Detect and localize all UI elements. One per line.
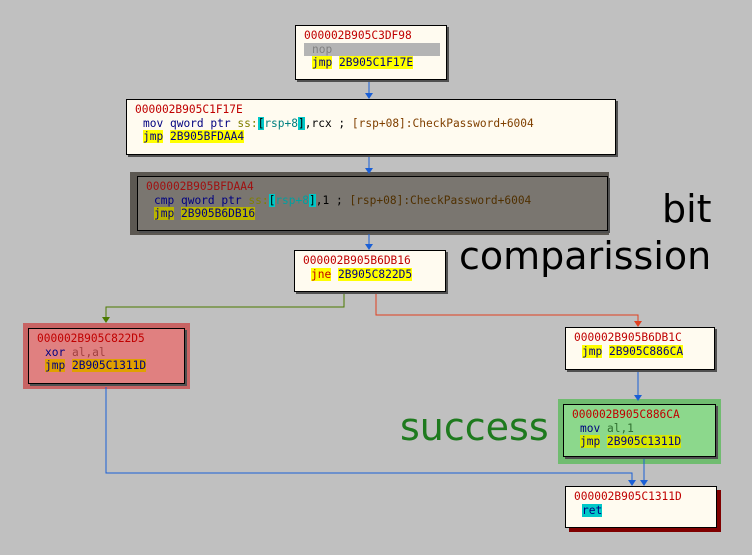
- jump-target[interactable]: 2B905C1F17E: [338, 56, 414, 69]
- jump-target[interactable]: 2B905BFDAA4: [169, 130, 245, 143]
- segment: ss:: [248, 193, 269, 207]
- mnemonic: nop: [312, 42, 333, 56]
- comment: [rsp+08]:CheckPassword+6004: [351, 116, 534, 130]
- basic-block-compare[interactable]: 000002B905BFDAA4 cmp qword ptr ss:[rsp+8…: [137, 176, 608, 231]
- bracket: ]: [309, 193, 316, 207]
- mnemonic: jmp: [154, 207, 175, 220]
- edge-b5-b8: [105, 387, 633, 485]
- operands: al,al: [71, 345, 106, 359]
- comparission-label: comparission: [459, 234, 712, 278]
- jump-target[interactable]: 2B905C886CA: [608, 344, 684, 358]
- bit-label: bit: [662, 187, 712, 231]
- block-address: 000002B905C822D5: [37, 332, 145, 345]
- bracket: [: [268, 193, 276, 207]
- success-label: success: [400, 405, 549, 449]
- edge-b4-b6-fallthrough: [375, 292, 639, 326]
- bracket: [: [257, 116, 265, 130]
- instruction-jmp[interactable]: jmp 2B905C1311D: [37, 359, 178, 373]
- arrowhead-b8-right: [640, 480, 648, 486]
- block-address: 000002B905B6DB16: [303, 254, 411, 267]
- block-address: 000002B905B6DB1C: [574, 331, 682, 344]
- instruction-mov[interactable]: mov qword ptr ss:[rsp+8],rcx ; [rsp+08]:…: [135, 116, 609, 131]
- instruction-jmp[interactable]: jmp 2B905C1311D: [572, 435, 709, 449]
- operands: al,1: [606, 421, 634, 435]
- edge-b4-b5-taken: [105, 292, 345, 322]
- mnemonic: jne: [311, 267, 332, 281]
- instruction-ret[interactable]: ret: [574, 503, 710, 518]
- memory-operand: rsp+8: [264, 116, 298, 130]
- arrowhead-b5: [102, 317, 110, 323]
- arrowhead-b4: [365, 244, 373, 250]
- basic-block-store-arg[interactable]: 000002B905C1F17E mov qword ptr ss:[rsp+8…: [126, 99, 616, 155]
- block-address: 000002B905C1F17E: [135, 103, 243, 116]
- bracket: ]: [298, 116, 305, 130]
- basic-block-entry[interactable]: 000002B905C3DF98 nop jmp 2B905C1F17E: [295, 25, 447, 80]
- arrowhead-b2: [365, 93, 373, 99]
- operands: ,rcx ;: [304, 116, 352, 130]
- basic-block-success[interactable]: 000002B905C886CA mov al,1 jmp 2B905C1311…: [563, 404, 716, 457]
- jump-target[interactable]: 2B905B6DB16: [180, 207, 256, 220]
- jump-target[interactable]: 2B905C822D5: [337, 267, 413, 281]
- mnemonic: cmp: [154, 193, 175, 207]
- arrowhead-b6: [634, 321, 642, 327]
- mnemonic: jmp: [582, 344, 603, 358]
- arrowhead-b8-left: [628, 480, 636, 486]
- mnemonic: mov: [580, 421, 601, 435]
- instruction-xor[interactable]: xor al,al: [37, 346, 178, 360]
- block-address: 000002B905C3DF98: [304, 29, 412, 42]
- instruction-jmp[interactable]: jmp 2B905BFDAA4: [135, 130, 609, 144]
- mnemonic: mov: [143, 116, 164, 130]
- arrowhead-b7: [634, 395, 642, 401]
- memory-operand: rsp+8: [275, 193, 309, 207]
- mnemonic: jmp: [312, 56, 333, 69]
- instruction-mov[interactable]: mov al,1: [572, 422, 709, 436]
- mnemonic: xor: [45, 345, 66, 359]
- block-address: 000002B905C1311D: [574, 490, 682, 503]
- mnemonic: jmp: [45, 359, 66, 372]
- arrowhead-b3: [365, 168, 373, 174]
- instruction-nop[interactable]: nop: [304, 42, 440, 56]
- jump-target[interactable]: 2B905C1311D: [71, 359, 147, 372]
- segment: ss:: [237, 116, 258, 130]
- operand-size: qword ptr: [169, 116, 231, 130]
- block-address: 000002B905C886CA: [572, 408, 680, 421]
- mnemonic: jmp: [143, 130, 164, 143]
- basic-block-branch[interactable]: 000002B905B6DB16 jne 2B905C822D5: [294, 250, 446, 292]
- instruction-jmp[interactable]: jmp 2B905C1F17E: [304, 56, 440, 70]
- mnemonic: jmp: [580, 435, 601, 448]
- block-address: 000002B905BFDAA4: [146, 180, 254, 193]
- operand-size: qword ptr: [180, 193, 242, 207]
- jump-target[interactable]: 2B905C1311D: [606, 435, 682, 448]
- mnemonic: ret: [582, 503, 603, 517]
- basic-block-return[interactable]: 000002B905C1311D ret: [565, 486, 717, 528]
- comment: [rsp+08]:CheckPassword+6004: [349, 193, 532, 207]
- basic-block-fallthrough[interactable]: 000002B905B6DB1C jmp 2B905C886CA: [565, 327, 715, 370]
- instruction-cmp[interactable]: cmp qword ptr ss:[rsp+8],1 ; [rsp+08]:Ch…: [146, 193, 601, 208]
- basic-block-fail[interactable]: 000002B905C822D5 xor al,al jmp 2B905C131…: [28, 328, 185, 384]
- operands: ,1 ;: [315, 193, 350, 207]
- instruction-jmp[interactable]: jmp 2B905B6DB16: [146, 207, 601, 221]
- instruction-jmp[interactable]: jmp 2B905C886CA: [574, 344, 708, 359]
- instruction-jne[interactable]: jne 2B905C822D5: [303, 267, 439, 282]
